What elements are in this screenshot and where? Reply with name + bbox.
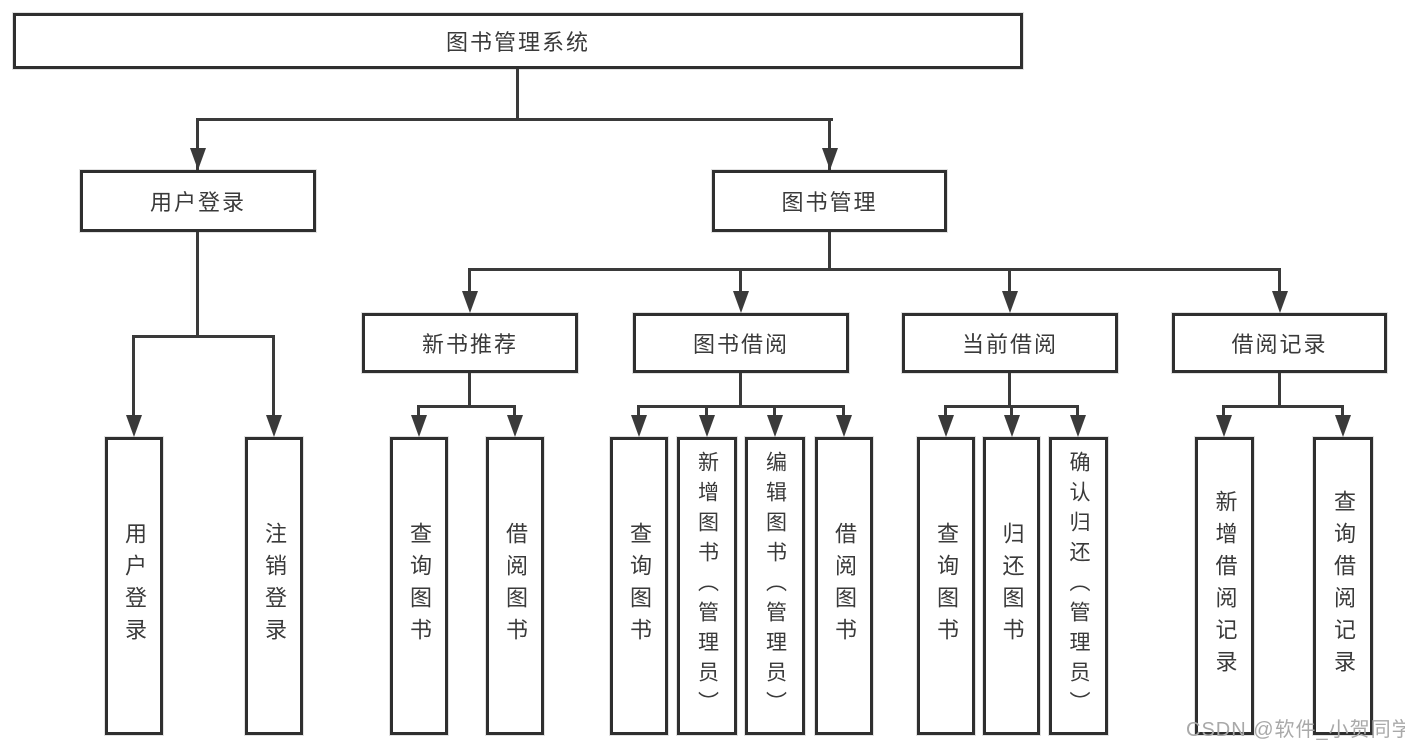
arrowhead-down-icon xyxy=(1335,415,1351,437)
leaf-logout-label: 注销登录 xyxy=(262,522,287,650)
connector-line-vertical xyxy=(739,373,742,405)
connector-line-vertical xyxy=(1278,373,1281,405)
arrowhead-down-icon xyxy=(733,291,749,313)
arrowhead-down-icon xyxy=(126,415,142,437)
leaf-cb-confirm-return-admin-label: 确认归还（管理员） xyxy=(1067,451,1090,721)
leaf-bb-add-book-admin: 新增图书（管理员） xyxy=(677,437,737,735)
leaf-bb-query-books-label: 查询图书 xyxy=(627,522,652,650)
connector-line-vertical xyxy=(196,118,199,170)
arrowhead-down-icon xyxy=(836,415,852,437)
node-library-system: 图书管理系统 xyxy=(13,13,1023,69)
connector-line-horizontal xyxy=(198,118,833,121)
leaf-cb-query-books-label: 查询图书 xyxy=(934,522,959,650)
connector-line-vertical xyxy=(828,118,831,170)
node-user-login: 用户登录 xyxy=(80,170,316,232)
arrowhead-down-icon xyxy=(822,148,838,170)
arrowhead-down-icon xyxy=(1216,415,1232,437)
arrowhead-down-icon xyxy=(190,148,206,170)
connector-line-horizontal xyxy=(639,405,845,408)
connector-line-vertical xyxy=(468,268,471,306)
leaf-user-login: 用户登录 xyxy=(105,437,163,735)
connector-line-vertical xyxy=(516,69,519,118)
node-library-system-label: 图书管理系统 xyxy=(445,30,590,55)
connector-line-vertical xyxy=(739,268,742,306)
arrowhead-down-icon xyxy=(631,415,647,437)
leaf-logout: 注销登录 xyxy=(245,437,303,735)
node-current-borrowing: 当前借阅 xyxy=(902,313,1118,373)
leaf-br-add-record-label: 新增借阅记录 xyxy=(1212,490,1238,682)
leaf-cb-confirm-return-admin: 确认归还（管理员） xyxy=(1049,437,1108,735)
connector-line-horizontal xyxy=(470,268,1281,271)
arrowhead-down-icon xyxy=(507,415,523,437)
leaf-br-add-record: 新增借阅记录 xyxy=(1195,437,1254,735)
arrowhead-down-icon xyxy=(411,415,427,437)
connector-line-vertical xyxy=(132,335,135,430)
node-book-borrowing: 图书借阅 xyxy=(633,313,849,373)
connector-line-vertical xyxy=(196,232,199,335)
node-book-management-label: 图书管理 xyxy=(781,190,878,215)
arrowhead-down-icon xyxy=(1070,415,1086,437)
arrowhead-down-icon xyxy=(938,415,954,437)
connector-line-horizontal xyxy=(1224,405,1344,408)
node-book-borrowing-label: 图书借阅 xyxy=(692,332,789,357)
arrowhead-down-icon xyxy=(699,415,715,437)
leaf-bb-borrow-books-label: 借阅图书 xyxy=(832,522,857,650)
connector-line-vertical xyxy=(1008,373,1011,405)
leaf-br-query-record: 查询借阅记录 xyxy=(1313,437,1373,735)
node-borrowing-records: 借阅记录 xyxy=(1172,313,1387,373)
connector-line-vertical xyxy=(468,373,471,405)
node-new-book-recommendation: 新书推荐 xyxy=(362,313,578,373)
leaf-cb-return-books-label: 归还图书 xyxy=(999,522,1025,650)
node-new-book-recommendation-label: 新书推荐 xyxy=(421,332,518,357)
leaf-bb-borrow-books: 借阅图书 xyxy=(815,437,873,735)
arrowhead-down-icon xyxy=(1272,291,1288,313)
leaf-nb-borrow-books: 借阅图书 xyxy=(486,437,544,735)
node-current-borrowing-label: 当前借阅 xyxy=(961,332,1058,357)
arrowhead-down-icon xyxy=(1002,291,1018,313)
connector-line-vertical xyxy=(1278,268,1281,306)
connector-line-horizontal xyxy=(419,405,516,408)
node-book-management: 图书管理 xyxy=(712,170,947,232)
leaf-nb-query-books-label: 查询图书 xyxy=(407,522,432,650)
connector-line-vertical xyxy=(1008,268,1011,306)
leaf-cb-query-books: 查询图书 xyxy=(917,437,975,735)
connector-line-vertical xyxy=(272,335,275,430)
leaf-bb-add-book-admin-label: 新增图书（管理员） xyxy=(695,451,719,721)
arrowhead-down-icon xyxy=(767,415,783,437)
node-borrowing-records-label: 借阅记录 xyxy=(1231,332,1328,357)
leaf-bb-edit-book-admin: 编辑图书（管理员） xyxy=(745,437,805,735)
arrowhead-down-icon xyxy=(1004,415,1020,437)
leaf-user-login-label: 用户登录 xyxy=(122,522,147,650)
connector-line-horizontal xyxy=(134,335,275,338)
leaf-nb-query-books: 查询图书 xyxy=(390,437,448,735)
leaf-cb-return-books: 归还图书 xyxy=(983,437,1040,735)
leaf-bb-query-books: 查询图书 xyxy=(610,437,668,735)
leaf-bb-edit-book-admin-label: 编辑图书（管理员） xyxy=(763,451,787,721)
connector-line-vertical xyxy=(828,232,831,268)
watermark: CSDN @软件_小贺同学 xyxy=(1186,719,1405,741)
arrowhead-down-icon xyxy=(462,291,478,313)
leaf-nb-borrow-books-label: 借阅图书 xyxy=(503,522,528,650)
arrowhead-down-icon xyxy=(266,415,282,437)
leaf-br-query-record-label: 查询借阅记录 xyxy=(1331,490,1356,682)
node-user-login-label: 用户登录 xyxy=(149,190,246,215)
